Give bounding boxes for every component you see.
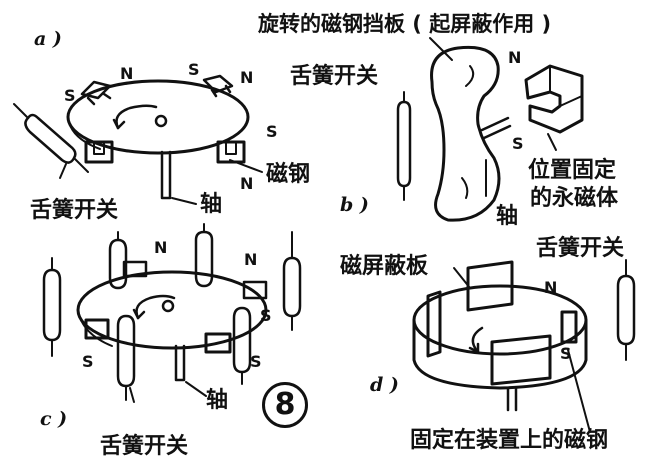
panel-d-rotation-arrow bbox=[473, 328, 482, 352]
panel-b-shield-caption: 旋转的磁钢挡板 ( 起屏蔽作用 ) bbox=[258, 12, 552, 36]
panel-d-shield-plate-left bbox=[428, 292, 440, 356]
panel-c-pole-s-front: S bbox=[250, 352, 262, 371]
panel-d-fixed-magnet-label: 固定在装置上的磁钢 bbox=[410, 428, 609, 453]
panel-a-pole-n-top: N bbox=[120, 64, 134, 83]
panel-b-reed-switch-label: 舌簧开关 bbox=[290, 64, 379, 89]
panel-c-shaft bbox=[176, 346, 184, 380]
panel-a-pole-s-left: S bbox=[64, 86, 76, 105]
panel-a-drawing bbox=[14, 76, 262, 204]
panel-d-drawing bbox=[414, 260, 634, 432]
panel-c-magnet-right bbox=[244, 282, 266, 298]
panel-c-pole-n-right: N bbox=[244, 250, 258, 269]
panel-b-magnet-label-line2: 的永磁体 bbox=[530, 186, 619, 211]
panel-a-magnet-label: 磁钢 bbox=[266, 162, 311, 187]
panel-b-shield bbox=[432, 47, 499, 220]
panel-a-magnet-front-right bbox=[218, 142, 244, 162]
panel-a-pole-s-top: S bbox=[188, 60, 200, 79]
panel-c-magnet-back bbox=[124, 262, 146, 276]
panel-b-tag: b ) bbox=[340, 194, 369, 216]
panel-c-pole-n-top: N bbox=[154, 238, 168, 257]
panel-d-reed-switch bbox=[618, 276, 634, 344]
panel-c-reed-switch-label: 舌簧开关 bbox=[100, 434, 189, 459]
panel-c-drawing bbox=[44, 224, 300, 402]
panel-d-pole-s: S bbox=[560, 344, 572, 363]
figure-number-badge: 8 bbox=[262, 382, 308, 428]
panel-a-disk-rim bbox=[68, 117, 100, 149]
panel-d-reed-switch-label: 舌簧开关 bbox=[536, 236, 625, 261]
panel-a-shaft bbox=[162, 152, 170, 198]
panel-a-rotation-arrow bbox=[117, 106, 157, 128]
panel-a-magnet-right bbox=[204, 76, 232, 96]
panel-b-shaft bbox=[482, 118, 510, 138]
panel-c-magnet-front-right bbox=[206, 334, 230, 352]
panel-a-magnet-left bbox=[82, 82, 110, 104]
panel-d-shaft bbox=[508, 388, 516, 410]
panel-a-pole-n-bottom: N bbox=[240, 174, 254, 193]
panel-c-magnet-front-left bbox=[86, 320, 108, 338]
panel-b-pole-s: S bbox=[512, 134, 524, 153]
panel-b-drawing bbox=[398, 38, 582, 220]
panel-b-shaft-label: 轴 bbox=[496, 204, 519, 229]
panel-d-shield-plate-front bbox=[492, 336, 550, 384]
panel-b-magnet-label-line1: 位置固定 bbox=[528, 158, 617, 183]
panel-a-pole-n-right: N bbox=[240, 68, 254, 87]
panel-c-pole-s-right: S bbox=[260, 306, 272, 325]
panel-d-pole-n: N bbox=[544, 278, 558, 297]
panel-b-reed-switch bbox=[398, 102, 410, 186]
panel-a-tag: a ) bbox=[34, 28, 62, 50]
panel-d-shield-plate-label: 磁屏蔽板 bbox=[340, 254, 429, 279]
panel-a-magnet-front-left bbox=[86, 142, 112, 162]
panel-d-fixed-magnet bbox=[562, 312, 576, 342]
panel-c-tag: c ) bbox=[40, 408, 68, 430]
panel-c-shaft-label: 轴 bbox=[206, 388, 229, 413]
panel-c-hub bbox=[163, 301, 173, 311]
panel-a-hub bbox=[156, 116, 166, 126]
panel-a-shaft-label: 轴 bbox=[200, 192, 223, 217]
panel-c-rotation-arrow bbox=[137, 296, 175, 318]
panel-a-pole-s-right: S bbox=[266, 122, 278, 141]
panel-a-reed-switch-label: 舌簧开关 bbox=[30, 198, 119, 223]
panel-c-reed-switches bbox=[44, 224, 300, 400]
panel-c-pole-s-left: S bbox=[82, 352, 94, 371]
panel-d-tag: d ) bbox=[370, 374, 399, 396]
panel-d-shield-plate-back bbox=[468, 262, 512, 310]
panel-b-pole-n: N bbox=[508, 48, 522, 67]
